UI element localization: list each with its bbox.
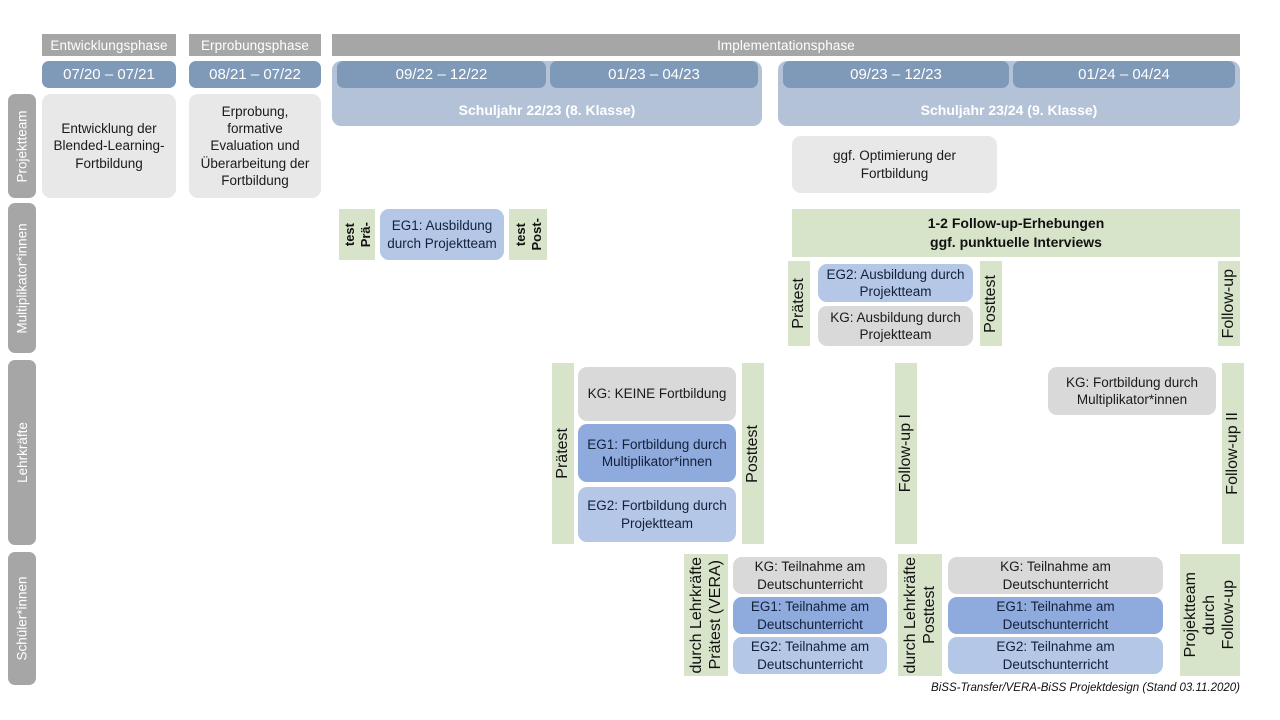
- row-label-schuelerinnen: Schüler*innen: [8, 552, 36, 685]
- green-praetest-multiplikator-right-text: Prätest: [790, 278, 808, 329]
- green-praetest-multiplikator-left: Prä- test: [339, 209, 375, 260]
- green-praetest-multiplikator-left-line2: test: [341, 222, 357, 247]
- row-label-lehrkraefte-text: Lehrkräfte: [14, 422, 30, 483]
- green-followup-multiplikator-right: Follow-up: [1218, 261, 1240, 346]
- card-kg-keine-fortbildung: KG: KEINE Fortbildung: [578, 367, 736, 421]
- green-posttest-multiplikator-right: Posttest: [980, 261, 1002, 346]
- green-posttest-schueler: Posttest durch Lehrkräfte: [898, 554, 942, 676]
- green-posttest-multiplikator-left: Post- test: [509, 209, 547, 260]
- green-followup-2-lehrkraefte-text: Follow-up II: [1224, 412, 1242, 495]
- green-praetest-vera-line2: durch Lehrkräfte: [687, 556, 705, 674]
- card-ggf-optimierung: ggf. Optimierung der Fortbildung: [792, 136, 997, 193]
- green-praetest-vera-schueler: Prätest (VERA) durch Lehrkräfte: [684, 554, 728, 676]
- card-schueler-left-eg1: EG1: Teilnahme am Deutschunterricht: [733, 597, 887, 634]
- period-08-21-07-22: 08/21 – 07/22: [189, 61, 321, 88]
- card-kg-fortbildung-multiplikatorinnen: KG: Fortbildung durch Multiplikator*inne…: [1048, 367, 1216, 415]
- green-followup-multiplikator-right-text: Follow-up: [1220, 268, 1238, 339]
- green-posttest-schueler-line1: Posttest: [920, 586, 938, 644]
- card-eg2-fortbildung-projektteam: EG2: Fortbildung durch Projektteam: [578, 487, 736, 542]
- row-label-projektteam: Projektteam: [8, 94, 36, 198]
- green-followup-erhebungen-banner: 1-2 Follow-up-Erhebungen ggf. punktuelle…: [792, 209, 1240, 257]
- green-followup-schueler-line3: Projektteam: [1182, 572, 1199, 658]
- card-erprobung-evaluation: Erprobung, formative Evaluation und Über…: [189, 94, 321, 198]
- period-01-23-04-23: 01/23 – 04/23: [550, 61, 758, 88]
- followup-banner-line1: 1-2 Follow-up-Erhebungen: [927, 215, 1105, 232]
- row-label-lehrkraefte: Lehrkräfte: [8, 360, 36, 545]
- green-followup-schueler: Follow-up durch Projektteam: [1180, 554, 1240, 676]
- phase-header-erprobungsphase: Erprobungsphase: [189, 34, 321, 56]
- phase-header-entwicklungsphase: Entwicklungsphase: [42, 34, 176, 56]
- card-entwicklung-blended-learning: Entwicklung der Blended-Learning-Fortbil…: [42, 94, 176, 198]
- card-schueler-right-kg: KG: Teilnahme am Deutschunterricht: [948, 557, 1163, 594]
- row-label-projektteam-text: Projektteam: [14, 109, 30, 183]
- green-praetest-lehrkraefte-text: Prätest: [554, 428, 572, 479]
- period-09-23-12-23: 09/23 – 12/23: [783, 61, 1009, 88]
- phase-header-implementationsphase: Implementationsphase: [332, 34, 1240, 56]
- green-praetest-multiplikator-right: Prätest: [788, 261, 810, 346]
- card-schueler-left-kg: KG: Teilnahme am Deutschunterricht: [733, 557, 887, 594]
- card-schueler-left-eg2: EG2: Teilnahme am Deutschunterricht: [733, 637, 887, 674]
- green-posttest-schueler-line2: durch Lehrkräfte: [901, 556, 919, 674]
- green-praetest-vera-line1: Prätest (VERA): [706, 560, 724, 670]
- row-label-multiplikatorinnen-text: Multiplikator*innen: [14, 222, 30, 334]
- card-schueler-right-eg1: EG1: Teilnahme am Deutschunterricht: [948, 597, 1163, 634]
- card-schueler-right-eg2: EG2: Teilnahme am Deutschunterricht: [948, 637, 1163, 674]
- card-eg2-ausbildung-projektteam: EG2: Ausbildung durch Projektteam: [818, 264, 973, 302]
- green-posttest-multiplikator-left-line2: test: [512, 222, 528, 247]
- followup-banner-line2: ggf. punktuelle Interviews: [930, 234, 1102, 250]
- period-07-20-07-21: 07/20 – 07/21: [42, 61, 176, 88]
- green-praetest-multiplikator-left-line1: Prä-: [357, 221, 373, 248]
- green-posttest-multiplikator-left-line1: Post-: [528, 218, 544, 251]
- green-followup-schueler-line1: Follow-up: [1220, 580, 1237, 650]
- green-followup-1-lehrkraefte-text: Follow-up I: [897, 414, 915, 493]
- green-followup-schueler-line2: durch: [1201, 594, 1218, 636]
- green-followup-1-lehrkraefte: Follow-up I: [895, 363, 917, 544]
- card-kg-ausbildung-projektteam: KG: Ausbildung durch Projektteam: [818, 306, 973, 346]
- green-posttest-multiplikator-right-text: Posttest: [982, 274, 1000, 333]
- card-eg1-fortbildung-multiplikatorinnen: EG1: Fortbildung durch Multiplikator*inn…: [578, 424, 736, 482]
- period-09-22-12-22: 09/22 – 12/22: [337, 61, 546, 88]
- row-label-schuelerinnen-text: Schüler*innen: [14, 576, 30, 661]
- footer-source-note: BiSS-Transfer/VERA-BiSS Projektdesign (S…: [931, 682, 1240, 694]
- card-eg1-ausbildung-projektteam: EG1: Ausbildung durch Projektteam: [380, 209, 504, 260]
- green-followup-2-lehrkraefte: Follow-up II: [1222, 363, 1244, 544]
- green-posttest-lehrkraefte-text: Posttest: [744, 424, 762, 483]
- row-label-multiplikatorinnen: Multiplikator*innen: [8, 203, 36, 353]
- green-posttest-lehrkraefte: Posttest: [742, 363, 764, 544]
- green-praetest-lehrkraefte: Prätest: [552, 363, 574, 544]
- period-01-24-04-24: 01/24 – 04/24: [1013, 61, 1235, 88]
